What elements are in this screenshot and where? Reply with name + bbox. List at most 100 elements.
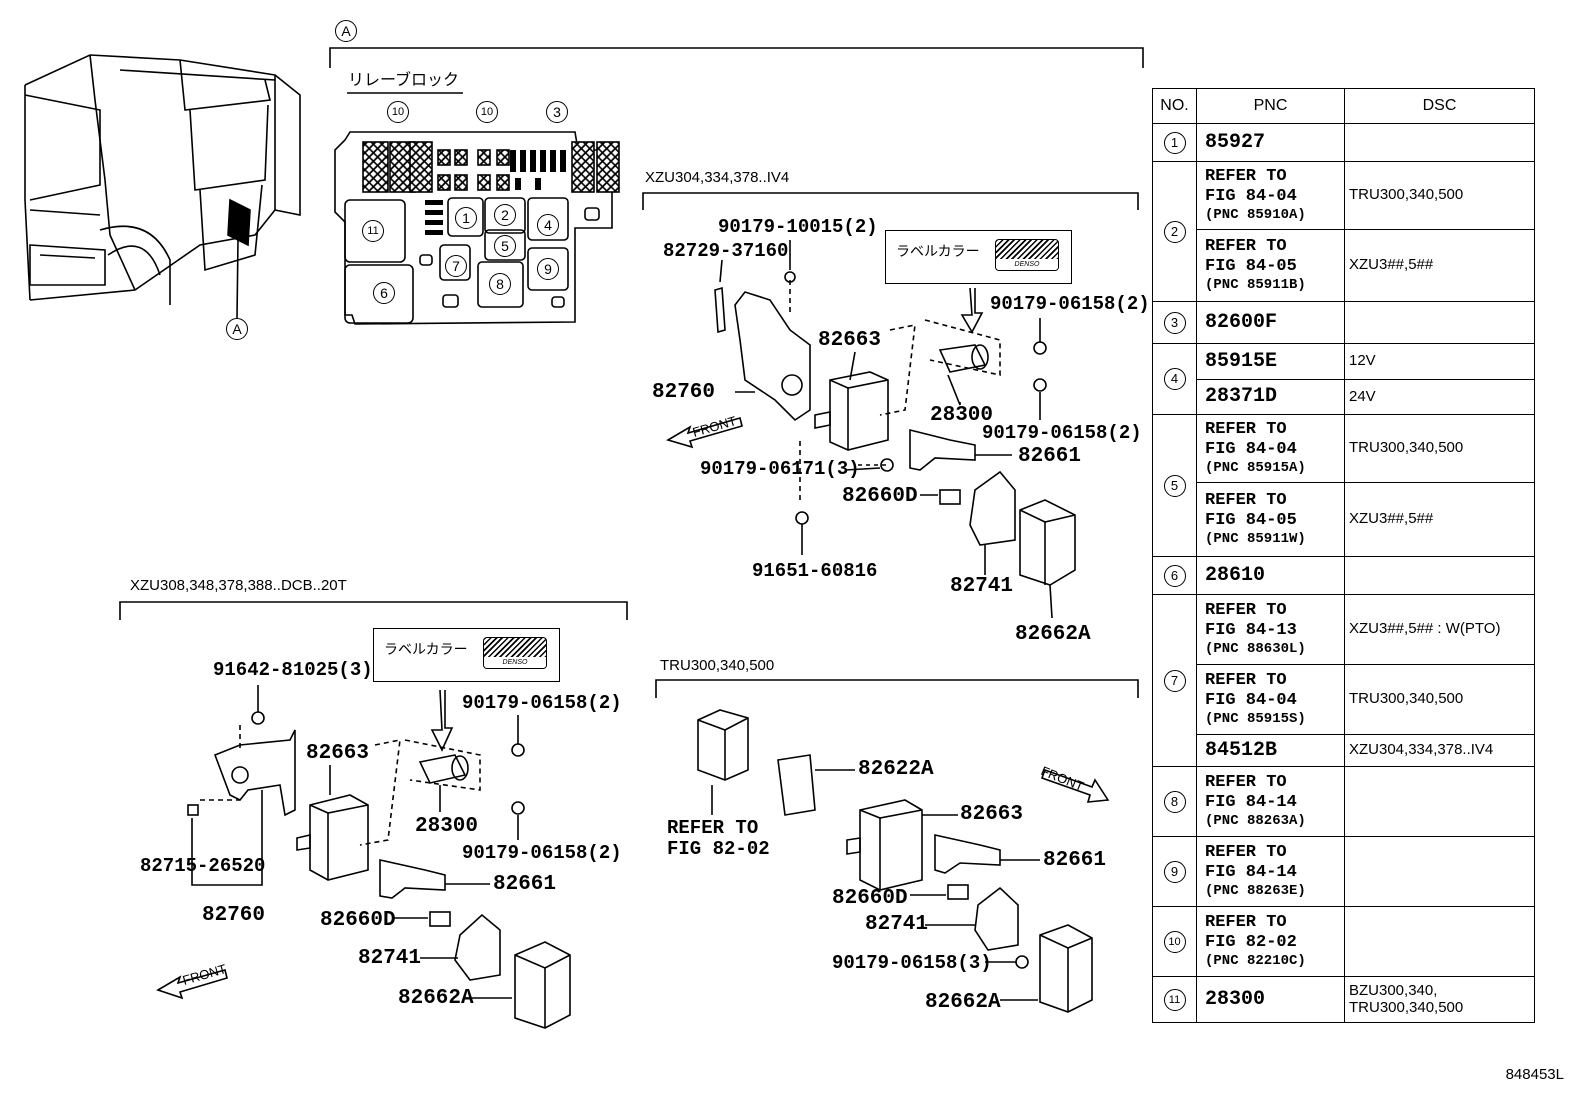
label-color-text: ラベルカラー [384, 642, 468, 658]
part-label: 28300 [930, 404, 994, 427]
dsc-cell [1344, 123, 1535, 162]
table-row: 11 28300 BZU300,340,TRU300,340,500 [1152, 976, 1535, 1023]
row-number: 1 [1163, 131, 1186, 154]
part-label: 82741 [358, 947, 422, 970]
part-label: 82729-37160 [663, 240, 789, 262]
row-number: 7 [1163, 669, 1186, 692]
table-row: 1 85927 [1152, 123, 1535, 162]
part-label: 82662A [398, 987, 474, 1010]
relay-callout-6: 6 [373, 282, 395, 304]
row-number: 9 [1163, 860, 1186, 883]
part-label: 82760 [202, 904, 266, 927]
table-row: 3 82600F [1152, 301, 1535, 344]
part-label: 90179-06158(2) [982, 422, 1142, 444]
dsc-cell [1344, 766, 1535, 837]
pnc-cell: 28371D [1196, 379, 1345, 415]
relay-callout-8: 8 [489, 273, 511, 295]
part-label: 82622A [858, 758, 934, 781]
dsc-cell: XZU3##,5## : W(PTO) [1344, 594, 1535, 665]
front-arrow-2 [156, 969, 228, 1000]
part-label: 91642-81025(3) [213, 659, 373, 681]
pnc-cell: 28300 [1196, 976, 1345, 1023]
label-color-box-1: ラベルカラー DENSO [885, 230, 1072, 284]
part-label: 82741 [950, 575, 1014, 598]
table-row: 6 28610 [1152, 556, 1535, 595]
relay-block-drawing [334, 92, 620, 325]
label-brand: DENSO [996, 259, 1058, 270]
part-label: 82661 [1018, 445, 1082, 468]
table-header-row: NO. PNC DSC [1152, 88, 1535, 124]
row-number: 11 [1163, 988, 1186, 1011]
pnc-cell: 82600F [1196, 301, 1345, 344]
part-label: 82660D [320, 909, 396, 932]
part-label: FIG 82-02 [667, 838, 770, 860]
dsc-cell [1344, 301, 1535, 344]
header-dsc: DSC [1344, 88, 1535, 124]
header-no: NO. [1152, 88, 1197, 124]
pnc-cell: 28610 [1196, 556, 1345, 595]
relay-callout-3: 3 [546, 101, 568, 123]
figure-code: 848453L [1505, 1066, 1564, 1083]
row-number: 5 [1163, 474, 1186, 497]
row-number: 6 [1163, 564, 1186, 587]
relay-callout-9: 9 [537, 258, 559, 280]
part-label: 82663 [306, 742, 370, 765]
part-label: 90179-06158(2) [990, 293, 1150, 315]
part-label: 82661 [493, 873, 557, 896]
part-label: 90179-06158(2) [462, 842, 622, 864]
relay-callout-4: 4 [537, 214, 559, 236]
relay-callout-2: 2 [494, 204, 516, 226]
dsc-cell: XZU3##,5## [1344, 229, 1535, 302]
table-row: 84512B XZU304,334,378..IV4 [1153, 734, 1535, 767]
pnc-cell: 85927 [1196, 123, 1345, 162]
section2-parts-drawing [187, 685, 571, 1029]
row-number: 4 [1163, 368, 1186, 390]
part-label: 90179-06158(2) [462, 692, 622, 714]
label-color-swatch: DENSO [483, 637, 547, 669]
part-label: 82760 [652, 381, 716, 404]
dsc-cell: TRU300,340,500 [1344, 161, 1535, 230]
dsc-cell: TRU300,340,500 [1344, 664, 1535, 735]
label-color-box-2: ラベルカラー DENSO [373, 628, 560, 682]
front-arrow-3 [1040, 768, 1110, 803]
part-label: 91651-60816 [752, 560, 878, 582]
part-label: 82660D [832, 887, 908, 910]
relay-callout-5: 5 [494, 235, 516, 257]
table-row: 4 85915E 12V [1152, 343, 1535, 415]
row-number: 8 [1163, 790, 1186, 813]
relay-callout-7: 7 [445, 255, 467, 277]
dsc-cell: 12V [1344, 343, 1535, 380]
row-number: 3 [1163, 311, 1186, 334]
front-arrow-1 [666, 417, 743, 449]
part-label: 82715-26520 [140, 855, 266, 877]
truck-illustration [24, 54, 301, 319]
dsc-cell: XZU304,334,378..IV4 [1344, 734, 1535, 767]
dsc-cell: BZU300,340,TRU300,340,500 [1344, 976, 1535, 1023]
part-label: 28300 [415, 815, 479, 838]
part-label: 82662A [925, 991, 1001, 1014]
part-label: REFER TO [667, 817, 759, 839]
truck-callout-a: A [226, 318, 248, 340]
label-color-swatch: DENSO [995, 239, 1059, 271]
dsc-cell: XZU3##,5## [1344, 482, 1535, 557]
dsc-cell [1344, 906, 1535, 977]
relay-block-title: リレーブロック [348, 70, 460, 89]
row-number: 2 [1163, 220, 1186, 243]
row-number: 10 [1163, 930, 1186, 953]
section-title-3: TRU300,340,500 [660, 657, 775, 674]
